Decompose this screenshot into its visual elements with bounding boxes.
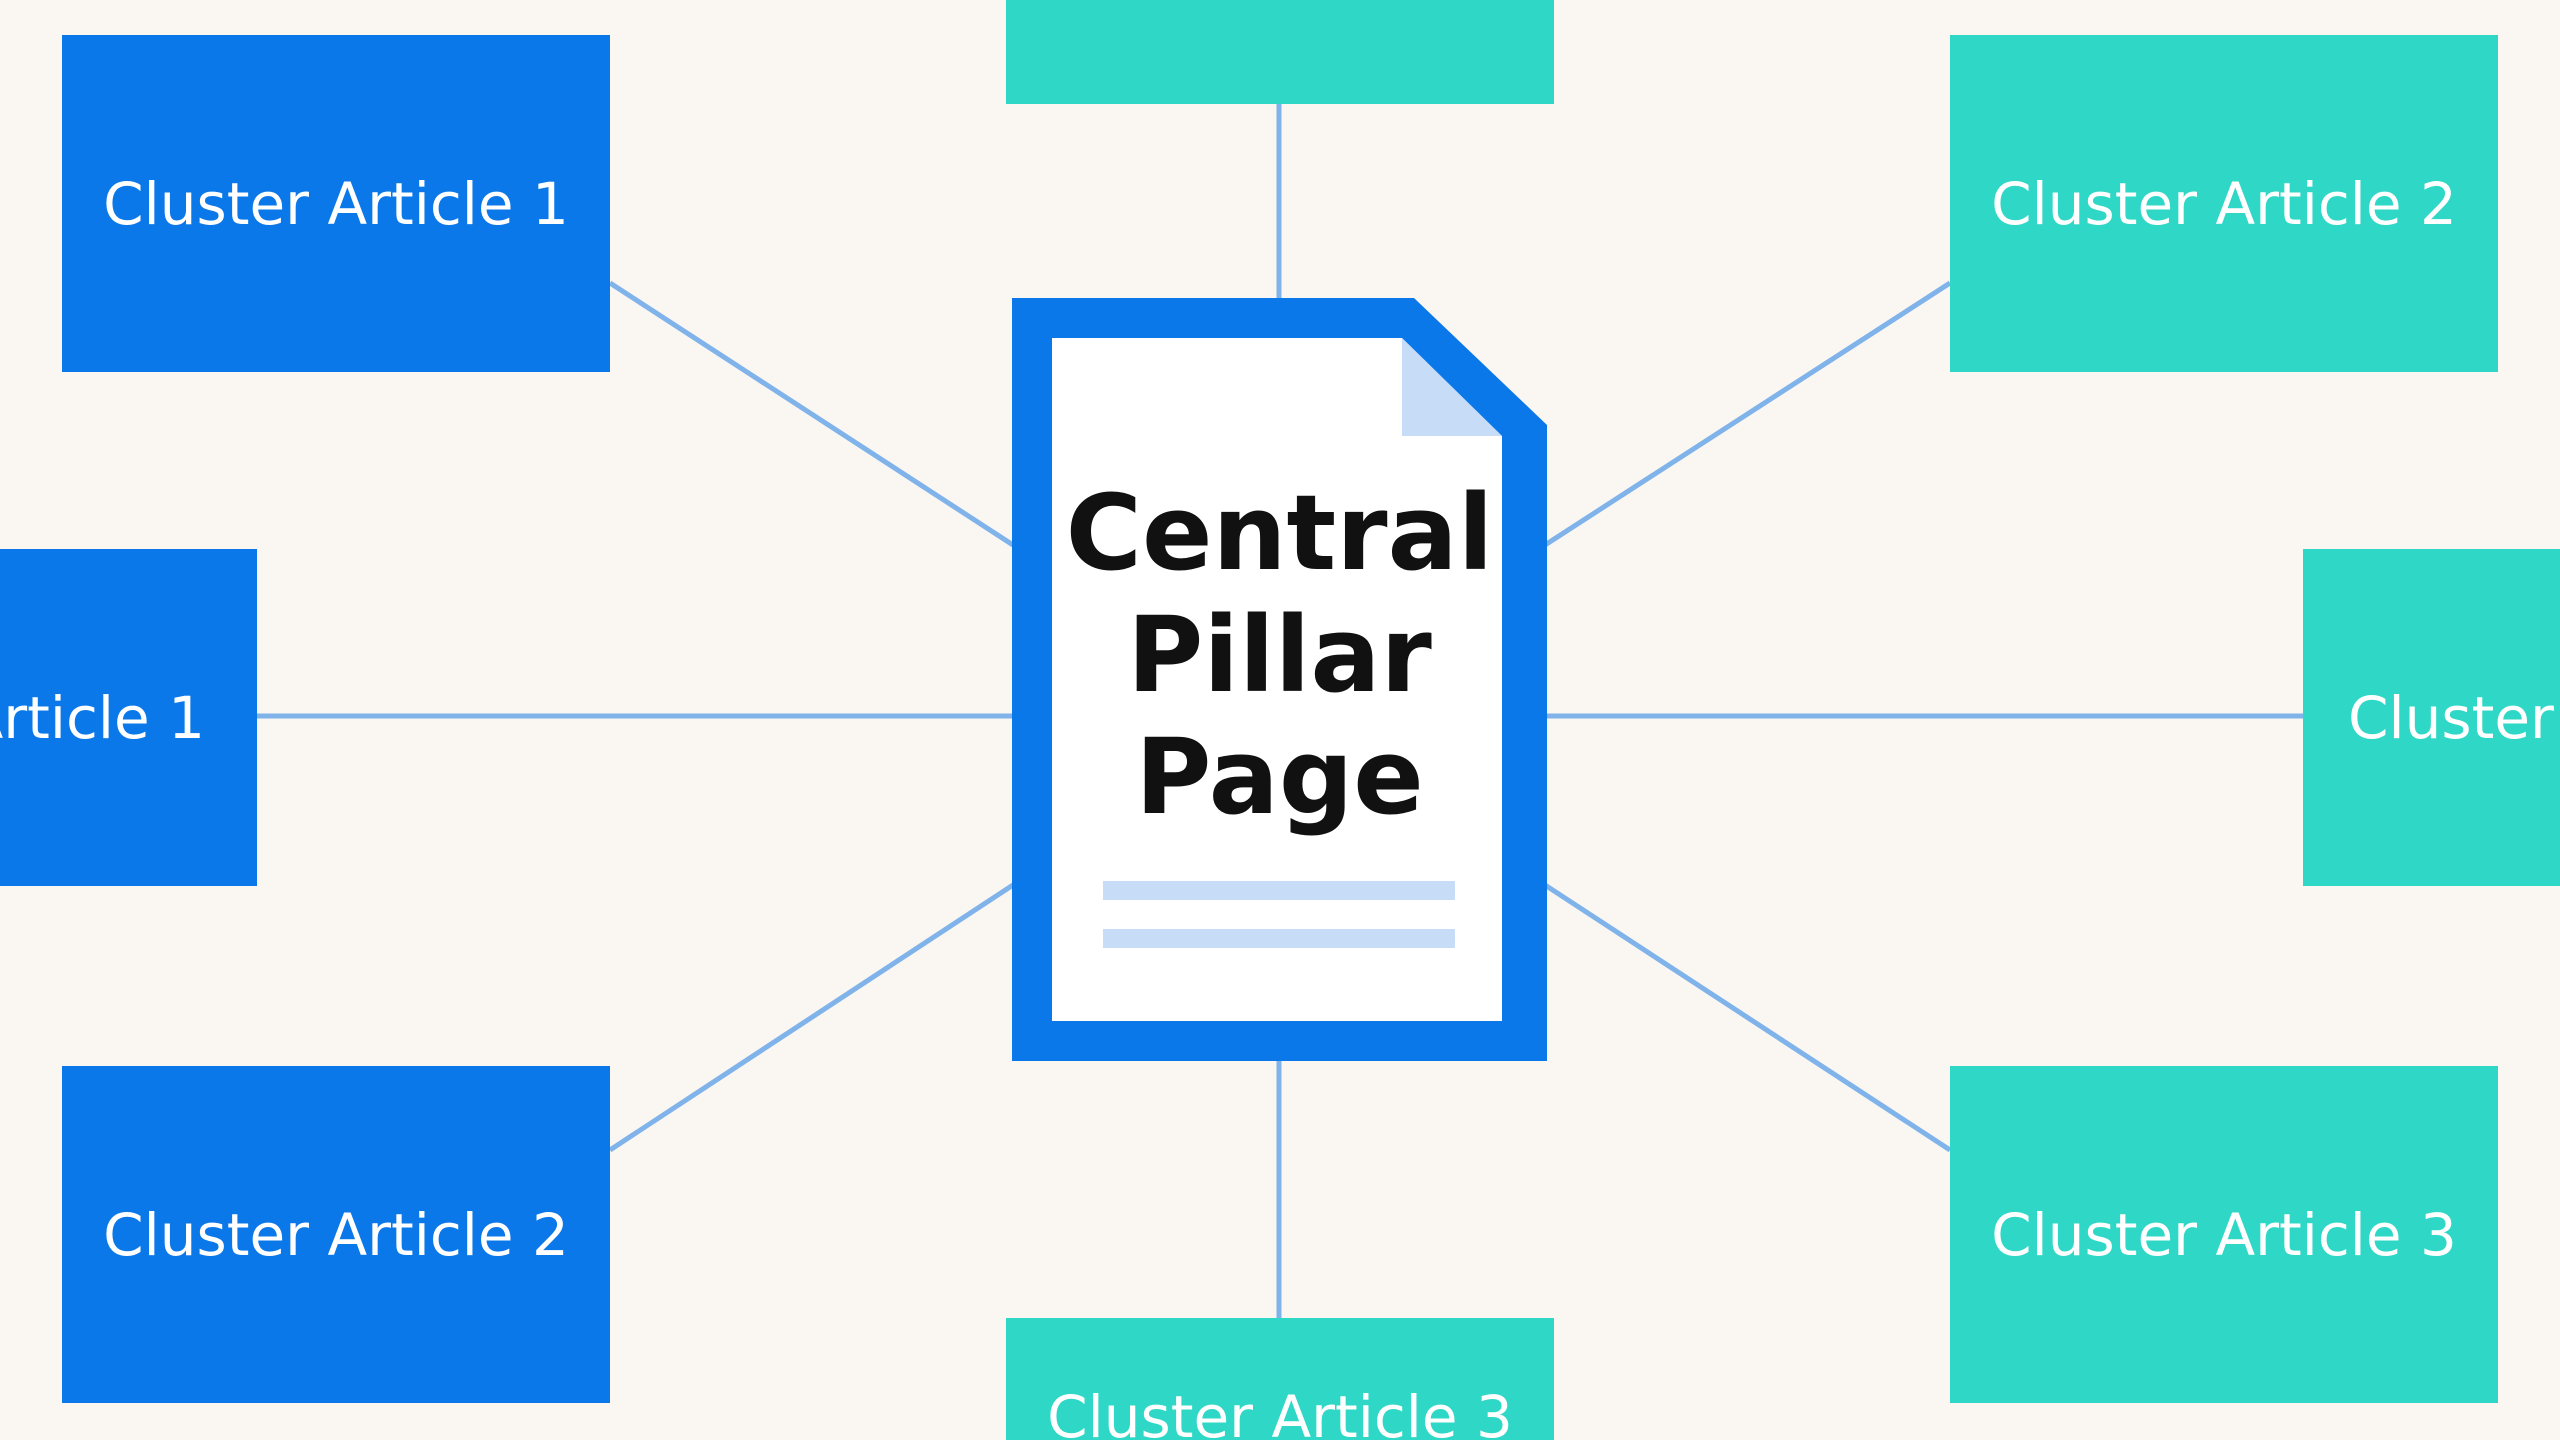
cluster-label: Cluster	[2348, 683, 2554, 752]
connector-bottom-right	[1543, 882, 1952, 1153]
pillar-title-line: Page	[1135, 716, 1424, 838]
cluster-label: Article 1	[0, 683, 205, 752]
cluster-label: Cluster Article 1	[103, 169, 569, 238]
document-icon	[1012, 298, 1547, 1061]
pillar-title-line: Pillar	[1127, 594, 1432, 716]
cluster-label: Cluster Article 3	[1991, 1200, 2457, 1269]
pillar-title-line: Central	[1065, 472, 1494, 594]
cluster-node-top-center[interactable]	[1006, 0, 1554, 104]
cluster-node-mid-left[interactable]: Article 1	[0, 549, 257, 886]
cluster-label: Cluster Article 2	[103, 1200, 569, 1269]
cluster-label: Cluster Article 3	[1047, 1383, 1513, 1440]
cluster-node-bottom-left[interactable]: Cluster Article 2	[62, 1066, 610, 1403]
cluster-node-top-right[interactable]: Cluster Article 2	[1950, 35, 2498, 372]
cluster-node-bottom-right[interactable]: Cluster Article 3	[1950, 1066, 2498, 1403]
pillar-page-title[interactable]: Central Pillar Page	[1052, 472, 1507, 838]
cluster-label: Cluster Article 2	[1991, 169, 2457, 238]
connector-top-left	[608, 280, 1015, 548]
cluster-node-top-left[interactable]: Cluster Article 1	[62, 35, 610, 372]
pillar-page-sheet	[1052, 338, 1502, 1021]
connector-top-right	[1543, 280, 1952, 548]
cluster-node-mid-right[interactable]: Cluster	[2303, 549, 2560, 886]
cluster-node-bottom-center[interactable]: Cluster Article 3	[1006, 1318, 1554, 1440]
text-line	[1103, 881, 1455, 900]
page-fold	[1402, 338, 1502, 436]
connector-bottom-left	[608, 882, 1015, 1153]
text-line	[1103, 929, 1455, 948]
